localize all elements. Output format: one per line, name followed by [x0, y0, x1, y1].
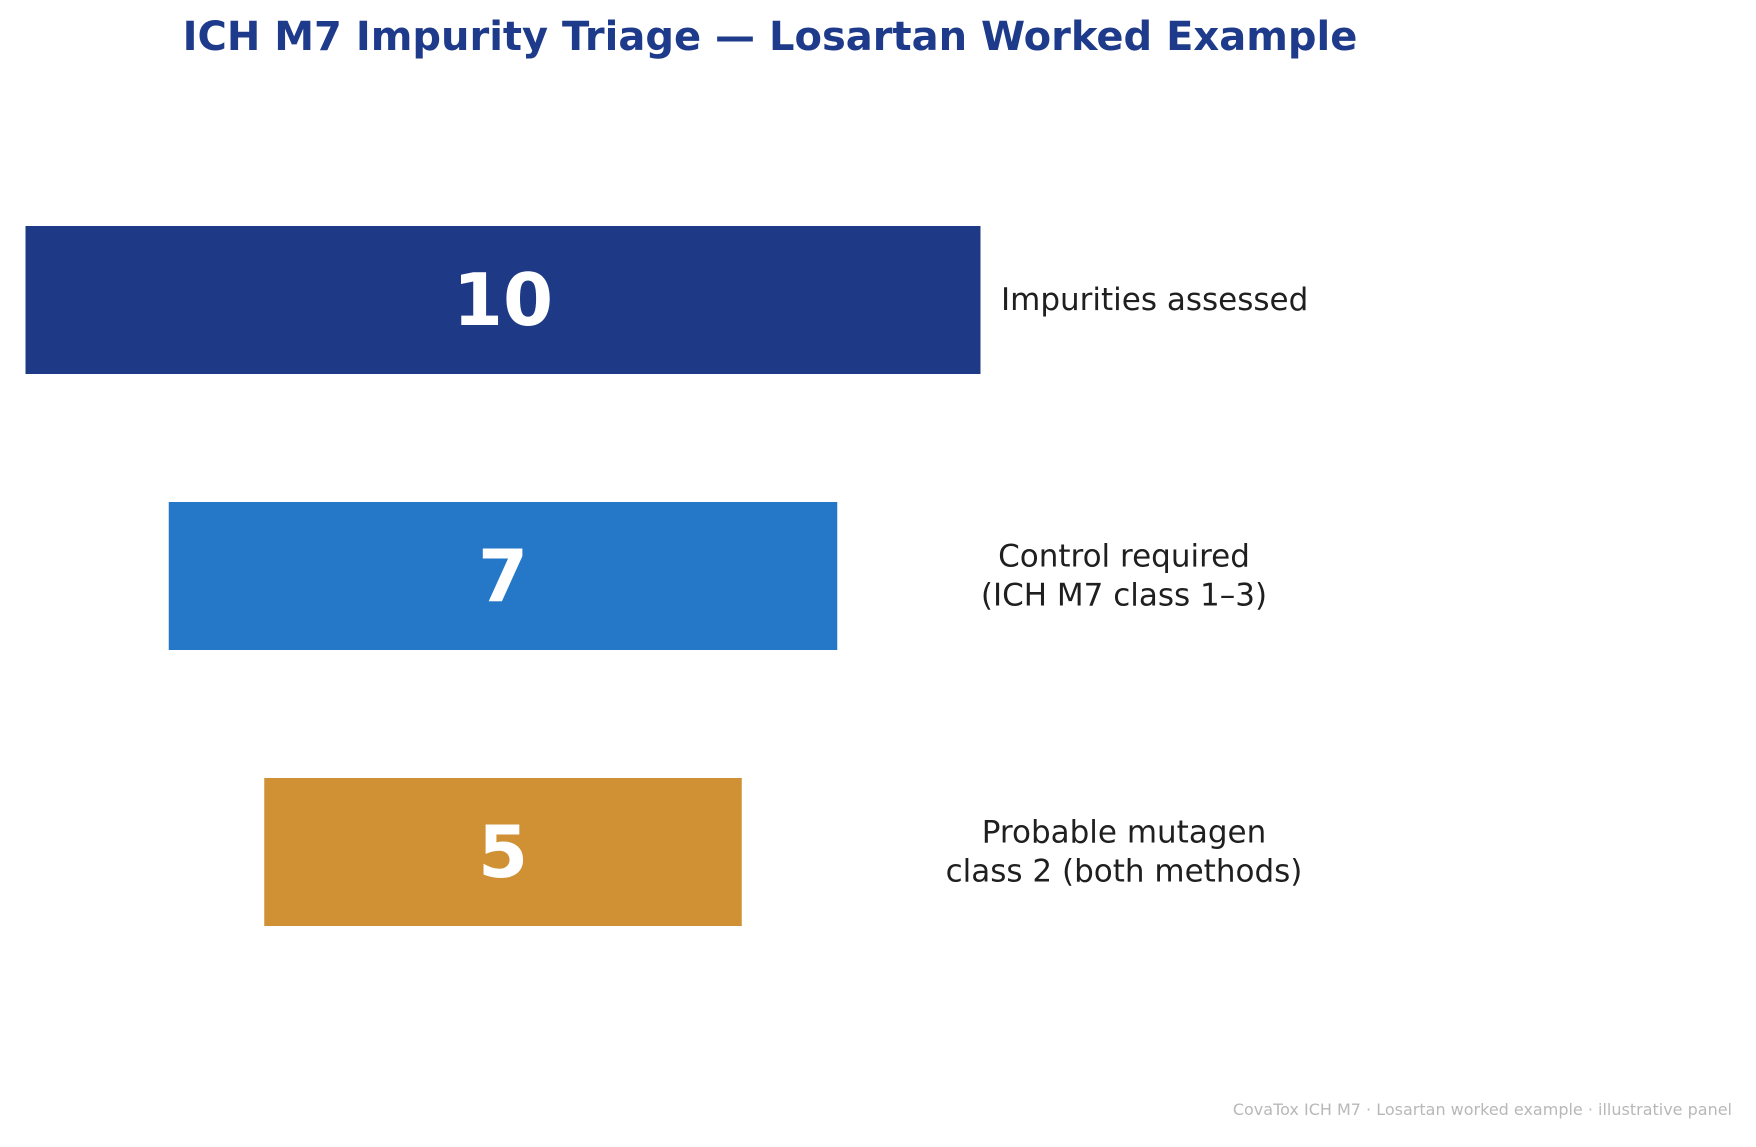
funnel-bar: [168, 502, 838, 650]
chart-title: ICH M7 Impurity Triage — Losartan Worked…: [182, 14, 1358, 60]
funnel-bar-label: Impurities assessed: [1001, 282, 1308, 318]
funnel-bar-value: 10: [453, 258, 553, 342]
funnel-bar: [25, 226, 981, 374]
funnel-bar-label: Control required(ICH M7 class 1–3): [981, 539, 1267, 614]
funnel-bar-value: 7: [478, 534, 528, 618]
funnel-bar: [264, 778, 742, 926]
funnel-bar-value: 5: [478, 810, 528, 894]
footer-note: CovaTox ICH M7 · Losartan worked example…: [1232, 1100, 1732, 1119]
